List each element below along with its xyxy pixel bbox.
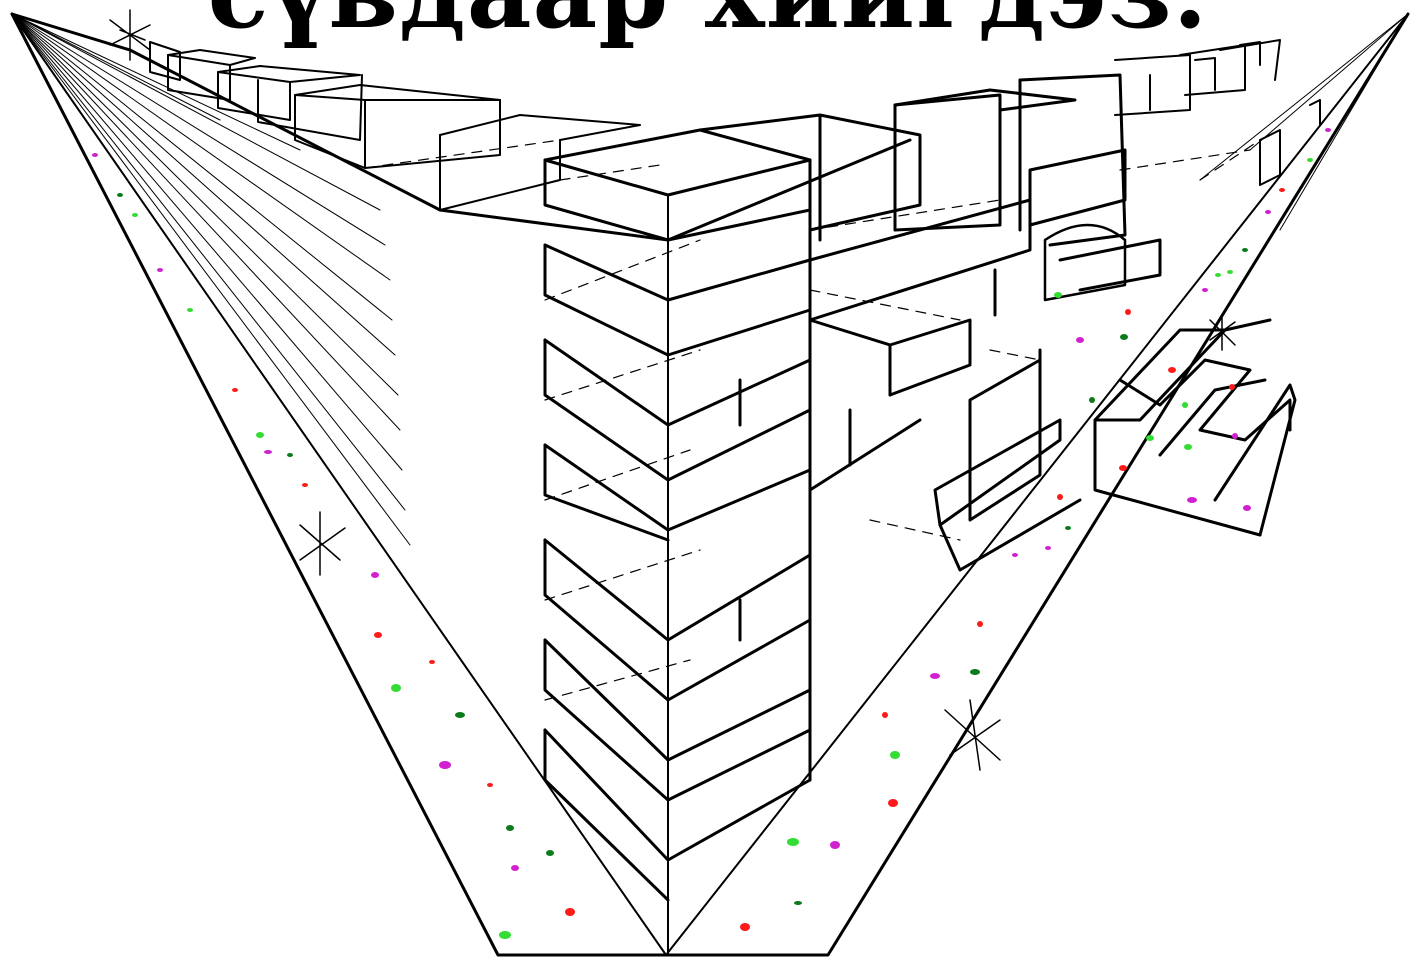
right-row-buildings: [1114, 39, 1321, 186]
page-title: сүвдаар хийгдэз.: [0, 0, 1416, 42]
middle-building: [698, 113, 1082, 572]
central-building: [543, 128, 812, 956]
ground-dots: [92, 128, 1331, 939]
right-tower: [893, 73, 1162, 422]
dashed-construction: [364, 139, 1261, 701]
sparkles: [109, 9, 1236, 771]
right-stairs: [1093, 318, 1297, 537]
construction-rays-left: [11, 13, 411, 546]
ground-outline: [10, 12, 1410, 957]
